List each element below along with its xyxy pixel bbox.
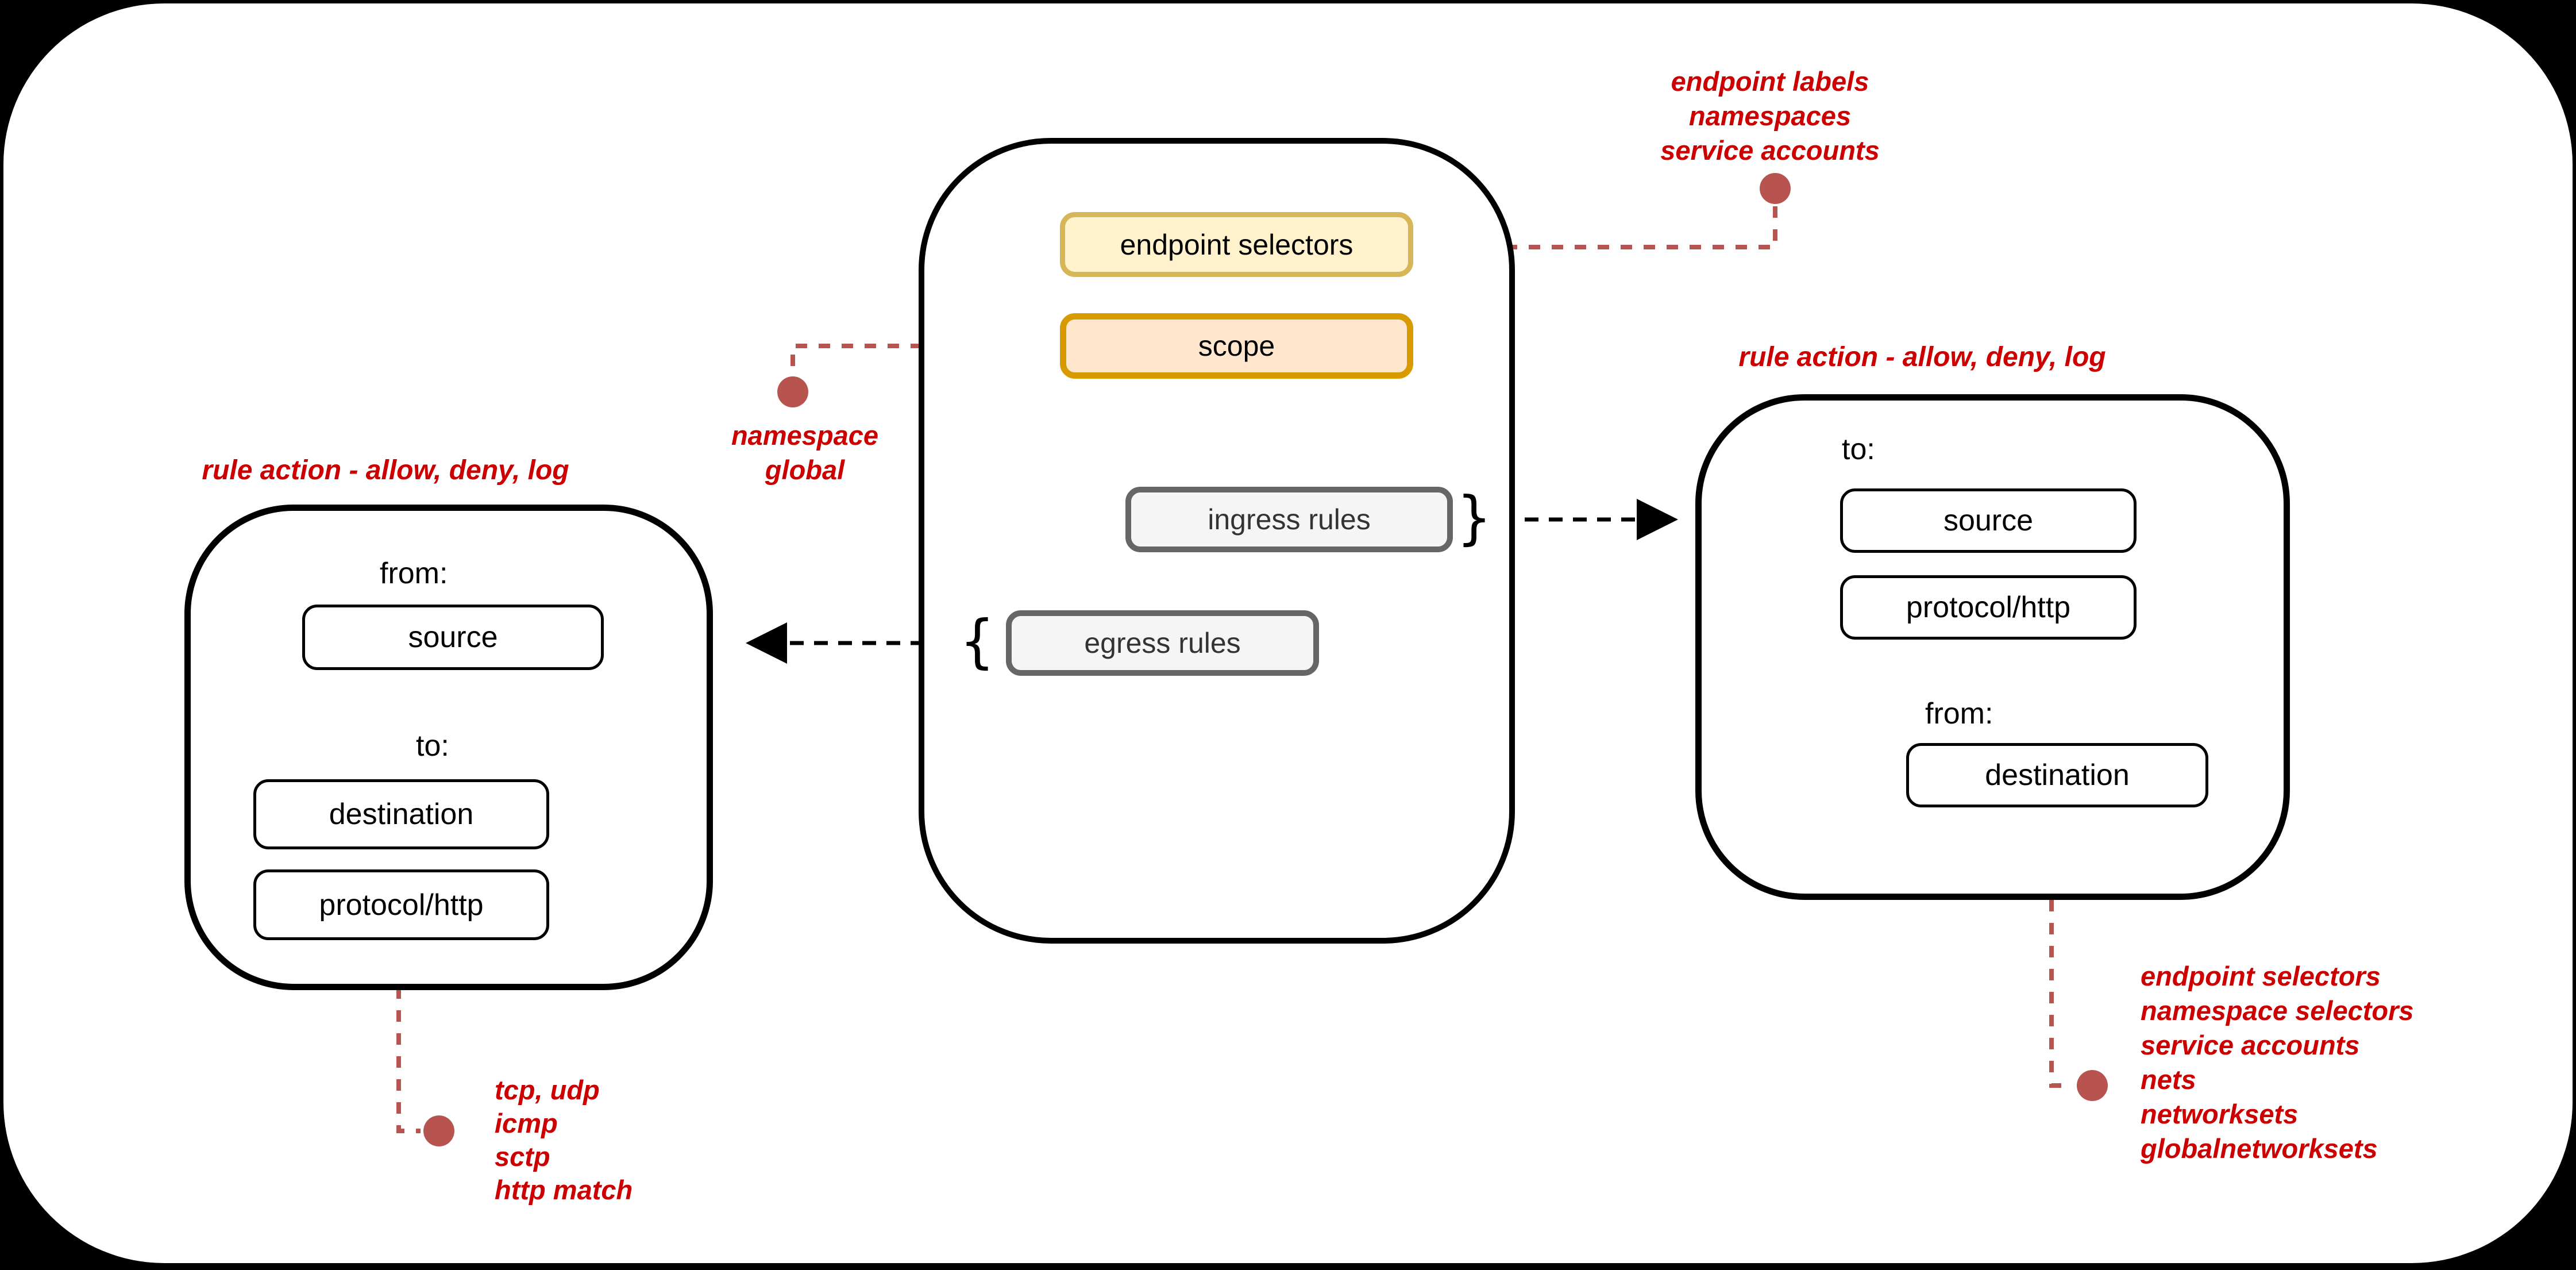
endpoint-selectors-label: endpoint selectors (1120, 228, 1353, 261)
left-rule-action-title: rule action - allow, deny, log (202, 455, 569, 486)
connector-dot (1760, 173, 1791, 204)
connector-protocol (396, 941, 454, 1146)
egress-brace-glyph: { (959, 607, 995, 675)
annotation-line: http match (495, 1175, 633, 1205)
right-destination-box: destination (1906, 743, 2208, 807)
arrowhead (746, 622, 787, 664)
annotation-line: namespace selectors (2141, 995, 2414, 1026)
ingress-arrow (1501, 499, 1678, 540)
left-protocol-label: protocol/http (319, 888, 484, 922)
annotation-line: namespace (731, 420, 879, 451)
right-protocol-box: protocol/http (1840, 575, 2137, 640)
annotation-line: service accounts (1660, 135, 1880, 166)
connector-dot (2077, 1070, 2108, 1101)
diagram-canvas: endpoint selectors scope ingress rules e… (3, 3, 2573, 1263)
scope-box: scope (1060, 313, 1413, 379)
ingress-rules-box: ingress rules (1125, 487, 1453, 552)
annotation-line: globalnetworksets (2141, 1133, 2378, 1164)
left-to-label: to: (416, 729, 449, 763)
connector-endpoint-selectors (1414, 173, 1791, 249)
annotation-line: endpoint selectors (2141, 961, 2381, 991)
right-protocol-label: protocol/http (1906, 591, 2071, 624)
right-rule-action-title: rule action - allow, deny, log (1738, 342, 2106, 372)
left-protocol-box: protocol/http (253, 869, 549, 940)
annotation-line: sctp (495, 1141, 550, 1172)
annotation-line: networksets (2141, 1099, 2299, 1129)
endpoint-selectors-box: endpoint selectors (1060, 212, 1413, 277)
right-destination-label: destination (1985, 759, 2130, 792)
annotation-line: icmp (495, 1108, 558, 1138)
connector-dot (777, 376, 808, 407)
annotation-destination-values: endpoint selectors namespace selectors s… (2141, 959, 2414, 1166)
left-source-box: source (302, 605, 604, 670)
annotation-protocol-values: tcp, udp icmp sctp http match (495, 1073, 633, 1207)
arrowhead (1637, 499, 1678, 540)
left-source-label: source (408, 621, 498, 654)
annotation-line: nets (2141, 1064, 2196, 1095)
annotation-line: namespaces (1688, 101, 1852, 131)
connector-destination (2049, 808, 2108, 1101)
right-source-box: source (1840, 488, 2137, 553)
annotation-endpoint-labels: endpoint labels namespaces service accou… (1598, 64, 1942, 168)
egress-rules-label: egress rules (1084, 627, 1241, 659)
right-to-label: to: (1842, 433, 1875, 466)
scope-label: scope (1198, 330, 1275, 362)
ingress-brace-glyph: } (1456, 484, 1492, 552)
annotation-line: endpoint labels (1671, 66, 1869, 97)
ingress-rules-label: ingress rules (1208, 503, 1371, 536)
connector-dot (423, 1115, 454, 1146)
connector-scope (777, 344, 1060, 407)
annotation-line: service accounts (2141, 1030, 2360, 1060)
annotation-scope-values: namespace global (661, 418, 948, 487)
left-from-label: from: (380, 557, 448, 590)
connectors-overlay (396, 173, 2108, 1146)
left-destination-label: destination (329, 798, 474, 831)
right-rule-card (1695, 394, 2290, 900)
right-from-label: from: (1925, 697, 1993, 730)
annotation-line: global (765, 455, 845, 485)
right-source-label: source (1943, 504, 2034, 537)
annotation-line: tcp, udp (495, 1075, 600, 1105)
egress-rules-box: egress rules (1006, 610, 1319, 676)
left-destination-box: destination (253, 779, 549, 849)
